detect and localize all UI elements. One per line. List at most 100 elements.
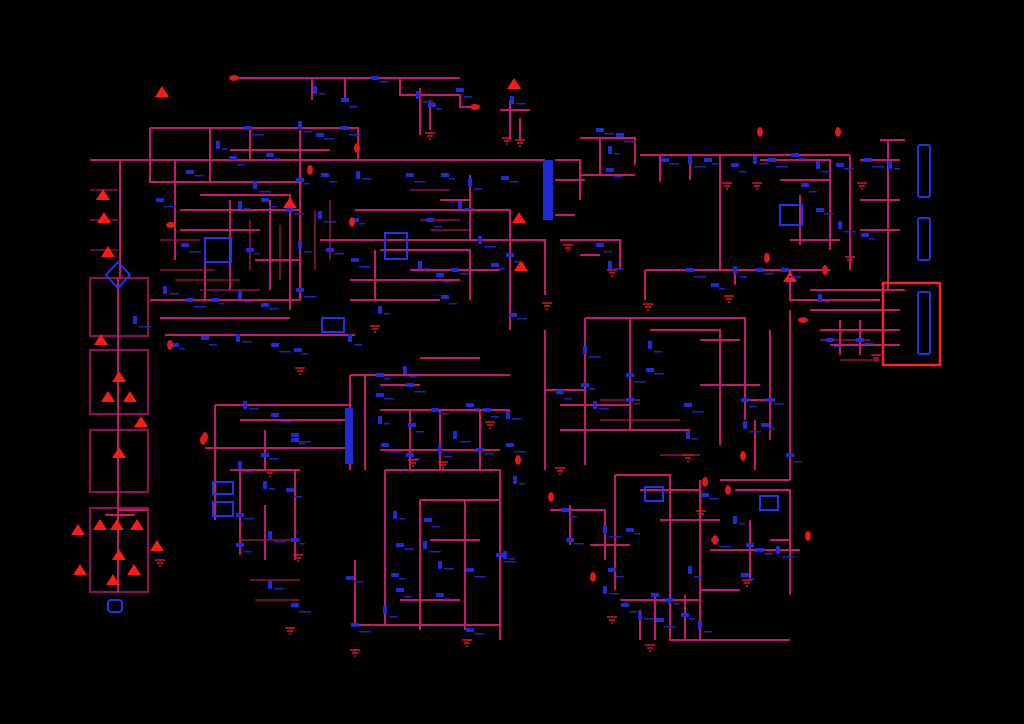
capacitor-icon [608, 261, 612, 269]
resistor-icon [556, 390, 564, 394]
ground-symbol-icon [696, 510, 706, 518]
capacitor-icon [648, 341, 652, 349]
part-designator-mark [694, 276, 706, 278]
part-designator-mark [769, 428, 775, 430]
capacitor-icon [243, 401, 247, 409]
part-designator-mark [299, 611, 311, 613]
warning-triangle-icon [112, 549, 126, 560]
resistor-icon [406, 383, 414, 387]
capacitor-icon [403, 366, 407, 374]
ground-symbol-icon [643, 303, 653, 311]
terminal-pins [155, 75, 881, 657]
part-designator-mark [749, 578, 755, 580]
part-designator-mark [484, 453, 494, 455]
resistor-icon [466, 628, 474, 632]
warning-triangle-icon [73, 564, 87, 575]
capacitor-icon [510, 96, 514, 104]
resistor-icon [396, 543, 404, 547]
part-designator-mark [894, 168, 900, 170]
part-designator-mark [799, 158, 805, 160]
part-designator-mark [359, 223, 365, 225]
part-designator-mark [759, 163, 769, 165]
resistor-icon [261, 303, 269, 307]
capacitor-icon [776, 546, 780, 554]
capacitor-icon [438, 561, 442, 569]
capacitor-icon [593, 401, 597, 409]
capacitor-icon [263, 481, 267, 489]
capacitor-icon [733, 266, 737, 274]
resistor-icon [626, 373, 634, 377]
part-designator-mark [252, 134, 264, 136]
ic-standby-regulator [779, 204, 803, 226]
part-designator-mark [179, 348, 185, 350]
part-designator-mark [389, 616, 397, 618]
connector-icon [917, 217, 931, 261]
capacitor-icon [513, 476, 517, 484]
resistor-icon [376, 393, 384, 397]
part-designator-mark [164, 206, 176, 208]
capacitor-icon [238, 291, 242, 299]
resistor-icon [864, 158, 872, 162]
ic-aux-2 [212, 501, 234, 517]
part-designator-mark [194, 175, 204, 177]
part-designator-mark [242, 341, 252, 343]
ac-input-connector-icon [107, 599, 123, 613]
capacitor-icon [318, 211, 322, 219]
part-designator-mark [279, 351, 291, 353]
part-designator-mark [384, 313, 390, 315]
part-designator-mark [704, 631, 712, 633]
terminal-pin [835, 127, 841, 137]
part-designator-mark [424, 268, 430, 270]
part-designator-mark [614, 176, 622, 178]
part-designator-mark [634, 403, 640, 405]
part-designator-mark [509, 181, 519, 183]
ground-symbol-icon [350, 649, 360, 657]
resistor-icon [666, 598, 674, 602]
resistor-icon [211, 298, 219, 302]
resistor-icon [316, 133, 324, 137]
resistor-icon [756, 268, 764, 272]
ic-dc-converter [759, 495, 779, 511]
part-designator-mark [864, 343, 874, 345]
terminal-pin [712, 535, 718, 545]
resistor-icon [656, 618, 664, 622]
terminal-pin [200, 435, 206, 445]
resistor-icon [466, 403, 474, 407]
resistor-icon [291, 433, 299, 437]
resistor-icon [371, 76, 379, 80]
warning-triangle-icon [512, 212, 526, 223]
part-designator-mark [329, 181, 337, 183]
part-designator-mark [379, 81, 389, 83]
part-designator-mark [824, 213, 834, 215]
part-designator-mark [269, 488, 275, 490]
part-designator-mark [834, 346, 842, 348]
capacitor-icon [253, 181, 257, 189]
part-designator-mark [237, 164, 245, 166]
resistor-icon [816, 208, 824, 212]
capacitor-icon [458, 201, 462, 209]
capacitor-icon [468, 178, 472, 186]
resistor-icon [266, 153, 274, 157]
part-designator-mark [749, 406, 757, 408]
part-designator-mark [809, 191, 817, 193]
resistor-icon [341, 98, 349, 102]
capacitor-icon [686, 431, 690, 439]
part-designator-mark [274, 541, 286, 543]
part-designator-mark [359, 631, 371, 633]
resistor-icon [491, 263, 499, 267]
ground-symbol-icon [683, 454, 693, 462]
part-designator-mark [634, 533, 640, 535]
part-designator-mark [384, 423, 390, 425]
resistor-icon [229, 156, 237, 160]
resistor-icon [506, 253, 514, 257]
part-designator-mark [414, 391, 426, 393]
part-designator-mark [324, 138, 334, 140]
warning-triangle-icon [106, 574, 120, 585]
part-designator-mark [439, 413, 449, 415]
part-designator-mark [659, 601, 671, 603]
resistor-icon [351, 218, 359, 222]
terminal-pin [757, 127, 763, 137]
resistor-icon [861, 233, 869, 237]
capacitor-icon [216, 141, 220, 149]
part-designator-mark [514, 451, 526, 453]
